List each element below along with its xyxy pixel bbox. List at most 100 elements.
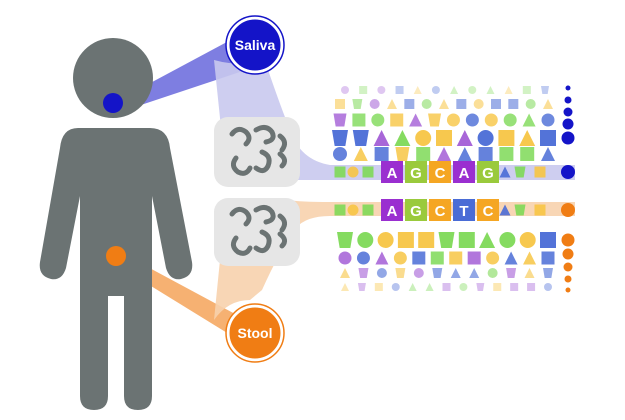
saliva-abundance-dots bbox=[561, 85, 575, 145]
triangle-shape bbox=[456, 130, 473, 146]
circle-shape bbox=[459, 283, 468, 291]
square-shape bbox=[449, 251, 463, 265]
base-box bbox=[477, 199, 499, 221]
circle-shape bbox=[369, 99, 380, 109]
square-shape bbox=[390, 113, 404, 127]
triangle-shape bbox=[353, 147, 368, 161]
trapezoid-shape bbox=[543, 268, 553, 278]
base-box bbox=[405, 161, 427, 183]
square-shape bbox=[362, 204, 374, 216]
square-shape bbox=[540, 130, 556, 146]
circle-shape bbox=[341, 86, 349, 94]
abundance-dot bbox=[565, 85, 571, 91]
base-letter: A bbox=[387, 165, 398, 182]
square-shape bbox=[534, 166, 546, 178]
stool-source-node: Stool bbox=[225, 303, 285, 363]
trapezoid-shape bbox=[514, 204, 526, 216]
abundance-dot bbox=[563, 262, 573, 272]
square-shape bbox=[334, 204, 346, 216]
triangle-shape bbox=[437, 147, 451, 161]
abundance-dot bbox=[563, 107, 573, 117]
square-shape bbox=[412, 251, 426, 265]
mouth-marker bbox=[103, 93, 123, 113]
abundance-dot bbox=[562, 118, 574, 130]
trapezoid-shape bbox=[514, 166, 526, 178]
person-icon bbox=[39, 38, 193, 410]
triangle-shape bbox=[425, 283, 434, 291]
circle-shape bbox=[499, 232, 516, 248]
circle-shape bbox=[484, 113, 498, 127]
circle-shape bbox=[347, 204, 359, 216]
circle-shape bbox=[468, 86, 477, 94]
square-shape bbox=[493, 283, 502, 291]
triangle-shape bbox=[394, 130, 411, 146]
square-shape bbox=[397, 232, 414, 248]
circle-shape bbox=[446, 113, 460, 127]
stool-abundance-dots bbox=[561, 233, 575, 293]
circle-shape bbox=[431, 86, 440, 94]
triangle-shape bbox=[522, 113, 536, 127]
sequence-end-marker bbox=[561, 165, 575, 179]
square-shape bbox=[334, 166, 346, 178]
triangle-shape bbox=[499, 204, 511, 216]
square-shape bbox=[540, 232, 556, 248]
square-shape bbox=[436, 130, 452, 146]
saliva-source-node: Saliva bbox=[225, 15, 285, 75]
base-letter: A bbox=[387, 203, 398, 220]
trapezoid-shape bbox=[432, 268, 443, 278]
square-shape bbox=[498, 130, 515, 146]
abundance-dot bbox=[561, 131, 575, 145]
square-shape bbox=[359, 86, 368, 94]
trapezoid-shape bbox=[352, 130, 369, 146]
base-letter: C bbox=[483, 203, 494, 220]
stool-label: Stool bbox=[238, 325, 273, 341]
circle-shape bbox=[393, 251, 407, 265]
square-shape bbox=[522, 86, 531, 94]
square-shape bbox=[374, 147, 389, 161]
gut-marker bbox=[106, 246, 126, 266]
circle-shape bbox=[487, 268, 498, 278]
base-box bbox=[453, 199, 475, 221]
abundance-dot bbox=[564, 96, 572, 104]
triangle-shape bbox=[387, 99, 397, 109]
trapezoid-shape bbox=[333, 113, 347, 127]
circle-shape bbox=[376, 268, 387, 278]
square-shape bbox=[478, 147, 493, 161]
abundance-dot bbox=[562, 248, 574, 260]
triangle-shape bbox=[457, 147, 472, 161]
abundance-dot bbox=[561, 233, 575, 247]
triangle-shape bbox=[375, 251, 389, 265]
triangle-shape bbox=[413, 86, 422, 94]
abundance-dot bbox=[565, 287, 571, 293]
triangle-shape bbox=[439, 99, 449, 109]
triangle-shape bbox=[469, 268, 480, 278]
circle-shape bbox=[347, 166, 359, 178]
square-shape bbox=[508, 99, 519, 109]
triangle-shape bbox=[543, 99, 553, 109]
trapezoid-shape bbox=[506, 268, 517, 278]
base-letter: C bbox=[435, 203, 446, 220]
base-letter: G bbox=[410, 203, 422, 220]
square-shape bbox=[491, 99, 501, 109]
triangle-shape bbox=[504, 251, 518, 265]
square-shape bbox=[527, 283, 536, 291]
trapezoid-shape bbox=[541, 86, 549, 94]
triangle-shape bbox=[479, 232, 496, 248]
base-letter: A bbox=[459, 165, 470, 182]
base-box bbox=[477, 161, 499, 183]
circle-shape bbox=[377, 232, 394, 248]
circle-shape bbox=[503, 113, 517, 127]
square-shape bbox=[418, 232, 435, 248]
triangle-shape bbox=[519, 130, 536, 146]
base-box bbox=[453, 161, 475, 183]
circle-shape bbox=[391, 283, 400, 291]
sequence-end-marker bbox=[561, 203, 575, 217]
base-letter: T bbox=[459, 203, 468, 220]
triangle-shape bbox=[499, 166, 511, 178]
circle-shape bbox=[525, 99, 536, 109]
circle-shape bbox=[371, 113, 385, 127]
